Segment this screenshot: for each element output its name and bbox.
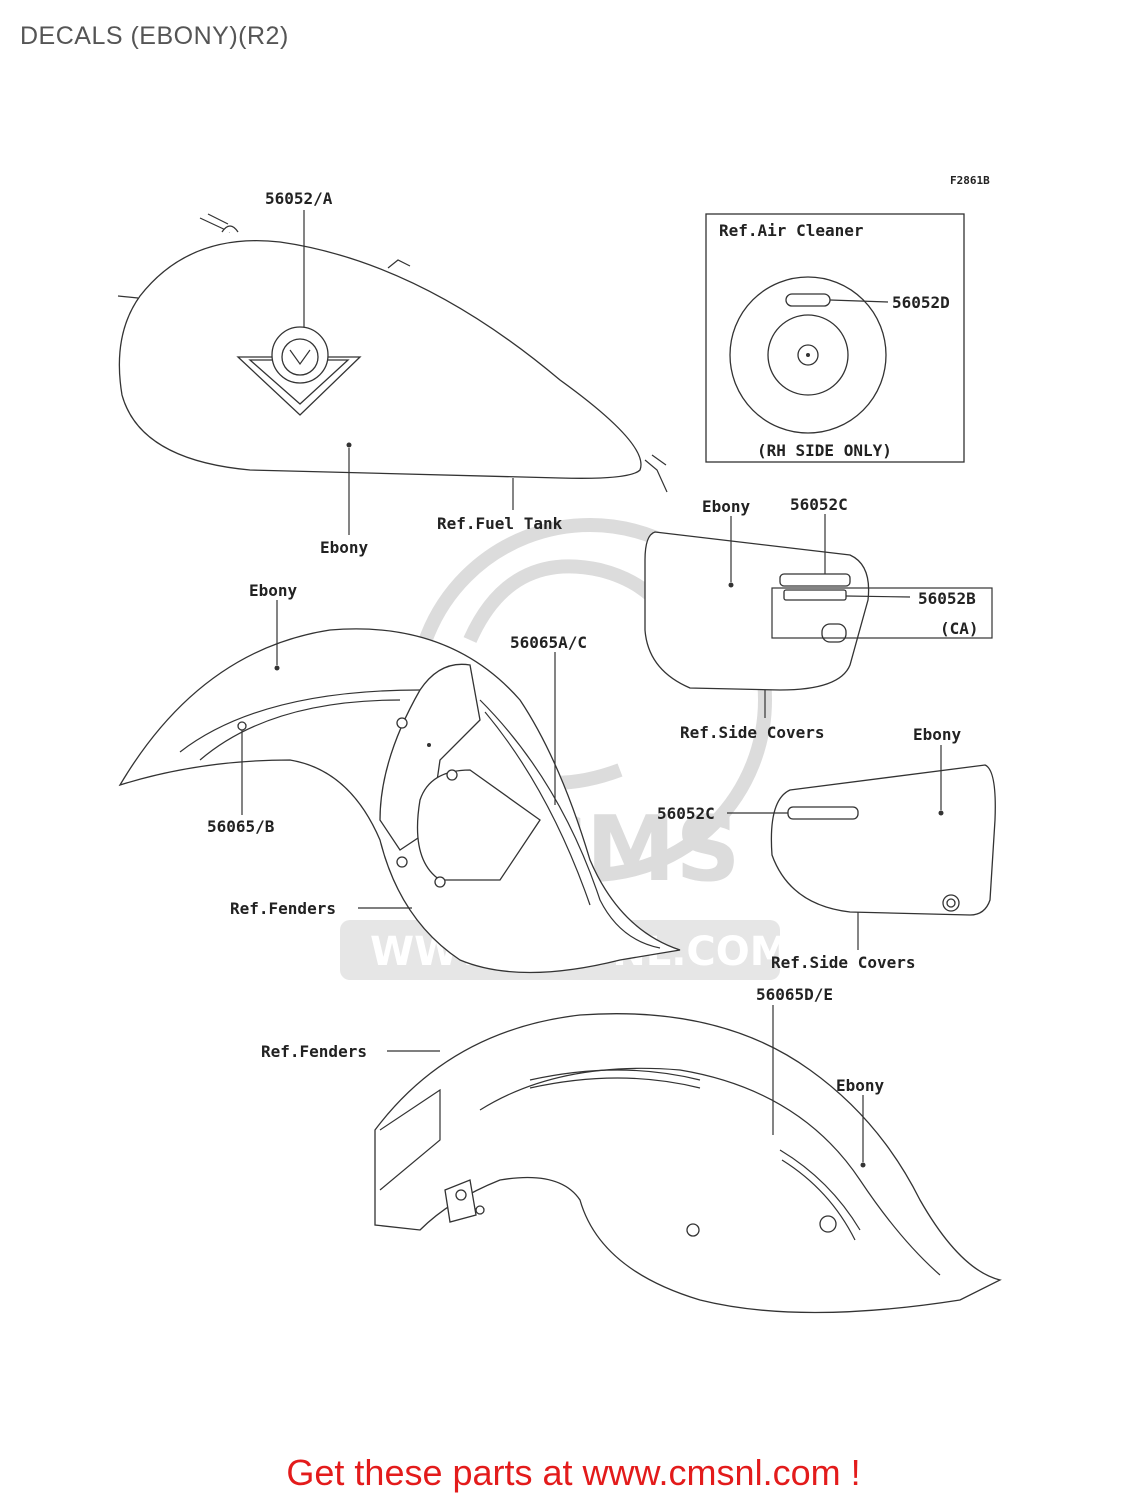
air-cleaner-box bbox=[705, 213, 965, 463]
label-rh-side-only: (RH SIDE ONLY) bbox=[757, 441, 892, 460]
front-fender bbox=[118, 600, 681, 974]
page-title: DECALS (EBONY)(R2) bbox=[20, 22, 289, 50]
label-ref-side-covers-1: Ref.Side Covers bbox=[680, 723, 825, 742]
figure-code: F2861B bbox=[950, 174, 990, 187]
label-56065-ac: 56065A/C bbox=[510, 633, 587, 652]
rear-fender bbox=[374, 1005, 1002, 1314]
side-cover-bottom bbox=[727, 745, 996, 950]
footer-link[interactable]: Get these parts at www.cmsnl.com ! bbox=[286, 1452, 861, 1493]
label-56052d: 56052D bbox=[892, 293, 950, 312]
label-ref-fuel-tank: Ref.Fuel Tank bbox=[437, 514, 563, 533]
label-top-cover-56052c: 56052C bbox=[790, 495, 848, 514]
label-56065-b: 56065/B bbox=[207, 817, 275, 836]
label-ca: (CA) bbox=[940, 619, 979, 638]
fuel-tank bbox=[117, 210, 668, 535]
label-ref-air-cleaner: Ref.Air Cleaner bbox=[719, 221, 864, 240]
label-bottom-cover-56052c: 56052C bbox=[657, 804, 715, 823]
label-56052b: 56052B bbox=[918, 589, 976, 608]
label-ref-fenders-2: Ref.Fenders bbox=[261, 1042, 367, 1061]
label-56052-a: 56052/A bbox=[265, 189, 333, 208]
label-top-cover-ebony: Ebony bbox=[702, 497, 751, 516]
label-front-fender-ebony: Ebony bbox=[249, 581, 298, 600]
label-tank-ebony: Ebony bbox=[320, 538, 369, 557]
side-cover-top bbox=[644, 514, 993, 718]
label-56065-de: 56065D/E bbox=[756, 985, 833, 1004]
label-rear-fender-ebony: Ebony bbox=[836, 1076, 885, 1095]
label-bottom-cover-ebony: Ebony bbox=[913, 725, 962, 744]
label-ref-fenders-1: Ref.Fenders bbox=[230, 899, 336, 918]
label-ref-side-covers-2: Ref.Side Covers bbox=[771, 953, 916, 972]
